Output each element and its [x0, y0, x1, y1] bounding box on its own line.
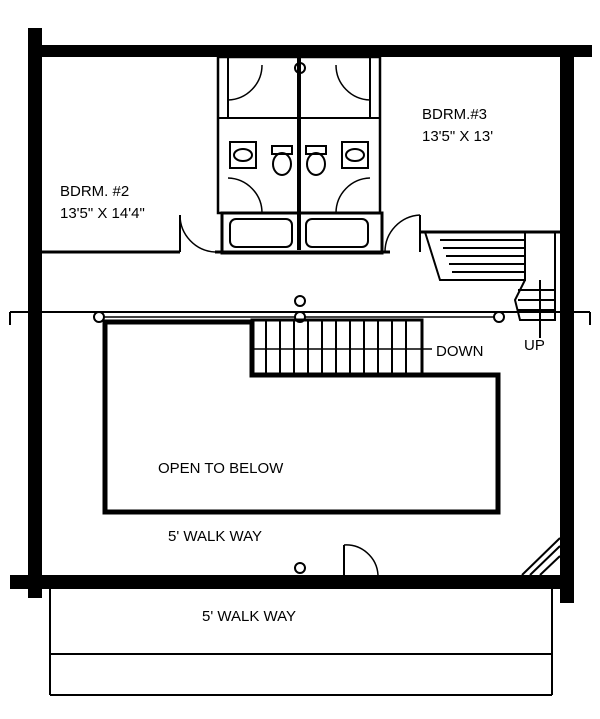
walkway-outer-label: 5' WALK WAY — [202, 608, 296, 625]
walkway-door — [294, 544, 379, 576]
open-to-below-outline — [102, 319, 501, 515]
corner-stair — [521, 537, 561, 576]
exterior-walls — [10, 28, 592, 603]
fixtures — [229, 62, 369, 176]
stairs-down — [250, 318, 432, 377]
stairs-up — [424, 231, 560, 338]
bedroom-3-size: 13'5" X 13' — [422, 128, 493, 145]
walkway-inner-label: 5' WALK WAY — [168, 528, 262, 545]
bathrooms — [216, 55, 384, 255]
open-to-below-label: OPEN TO BELOW — [158, 460, 284, 477]
bedroom-2-name: BDRM. #2 — [60, 183, 129, 200]
outer-balcony — [49, 589, 553, 696]
bedroom-2-size: 13'5" X 14'4" — [60, 205, 145, 222]
down-label: DOWN — [436, 343, 484, 360]
up-label: UP — [524, 337, 545, 354]
bedroom-3-name: BDRM.#3 — [422, 106, 487, 123]
